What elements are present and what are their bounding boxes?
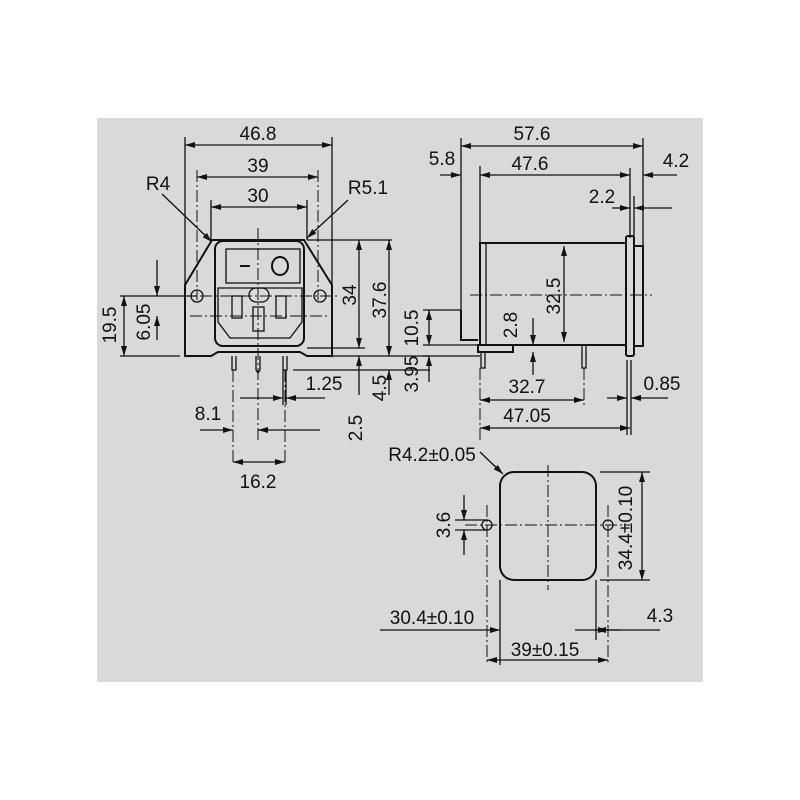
front-view: 46.8 39 30 R4 R5.1 34 37.6 19.5 6.05 1.2… [100,124,430,493]
dim-3-95: 3.95 [402,356,423,393]
dim-6-05: 6.05 [134,304,155,341]
dim-30: 30 [247,186,268,207]
dim-r4-2: R4.2±0.05 [388,445,476,466]
dim-3-6: 3.6 [434,512,455,538]
drawing-background [97,118,703,682]
leader-r4-2 [479,451,504,475]
dim-46-8: 46.8 [240,124,277,145]
dim-30-4: 30.4±0.10 [390,608,474,629]
dim-4-2: 4.2 [663,151,689,172]
dim-4-3: 4.3 [647,606,673,627]
dim-2-8: 2.8 [501,312,522,338]
dim-2-2: 2.2 [589,187,615,208]
switch-off-mark [271,256,289,276]
dim-47-6: 47.6 [512,154,549,175]
dim-47-05: 47.05 [503,406,551,427]
dim-32-7: 32.7 [509,377,546,398]
iec-socket [217,287,303,339]
rocker-switch [225,248,301,284]
leader-r4 [161,193,213,243]
dim-32-5: 32.5 [544,278,565,315]
dim-8-1: 8.1 [195,404,221,425]
dim-5-8: 5.8 [429,149,455,170]
fuse-holder [248,287,270,303]
dim-37-6: 37.6 [370,282,391,319]
dim-4-5: 4.5 [370,375,391,401]
dim-57-6: 57.6 [514,124,551,145]
leader-r5-1 [306,199,349,239]
dim-39-0-15: 39±0.15 [511,640,580,661]
dim-1-25: 1.25 [306,374,343,395]
dim-39: 39 [247,156,268,177]
dim-16-2: 16.2 [240,472,277,493]
dim-34-4: 34.4±0.10 [616,486,637,570]
dim-10-5: 10.5 [402,310,423,347]
dim-34: 34 [340,284,361,306]
side-view: 57.6 47.6 5.8 4.2 2.2 32.5 2.8 10.5 3.95… [402,124,689,440]
dim-2-5: 2.5 [346,415,367,441]
dim-r4: R4 [146,174,171,195]
inlet-body [214,240,305,347]
cutout-view: R4.2±0.05 3.6 34.4±0.10 30.4±0.10 4.3 39… [380,445,673,665]
dim-r5-1: R5.1 [348,178,388,199]
flange-outline [184,239,333,357]
dim-19-5: 19.5 [100,307,121,344]
dim-0-85: 0.85 [644,374,681,395]
side-tab [460,310,514,353]
side-back [633,245,644,347]
